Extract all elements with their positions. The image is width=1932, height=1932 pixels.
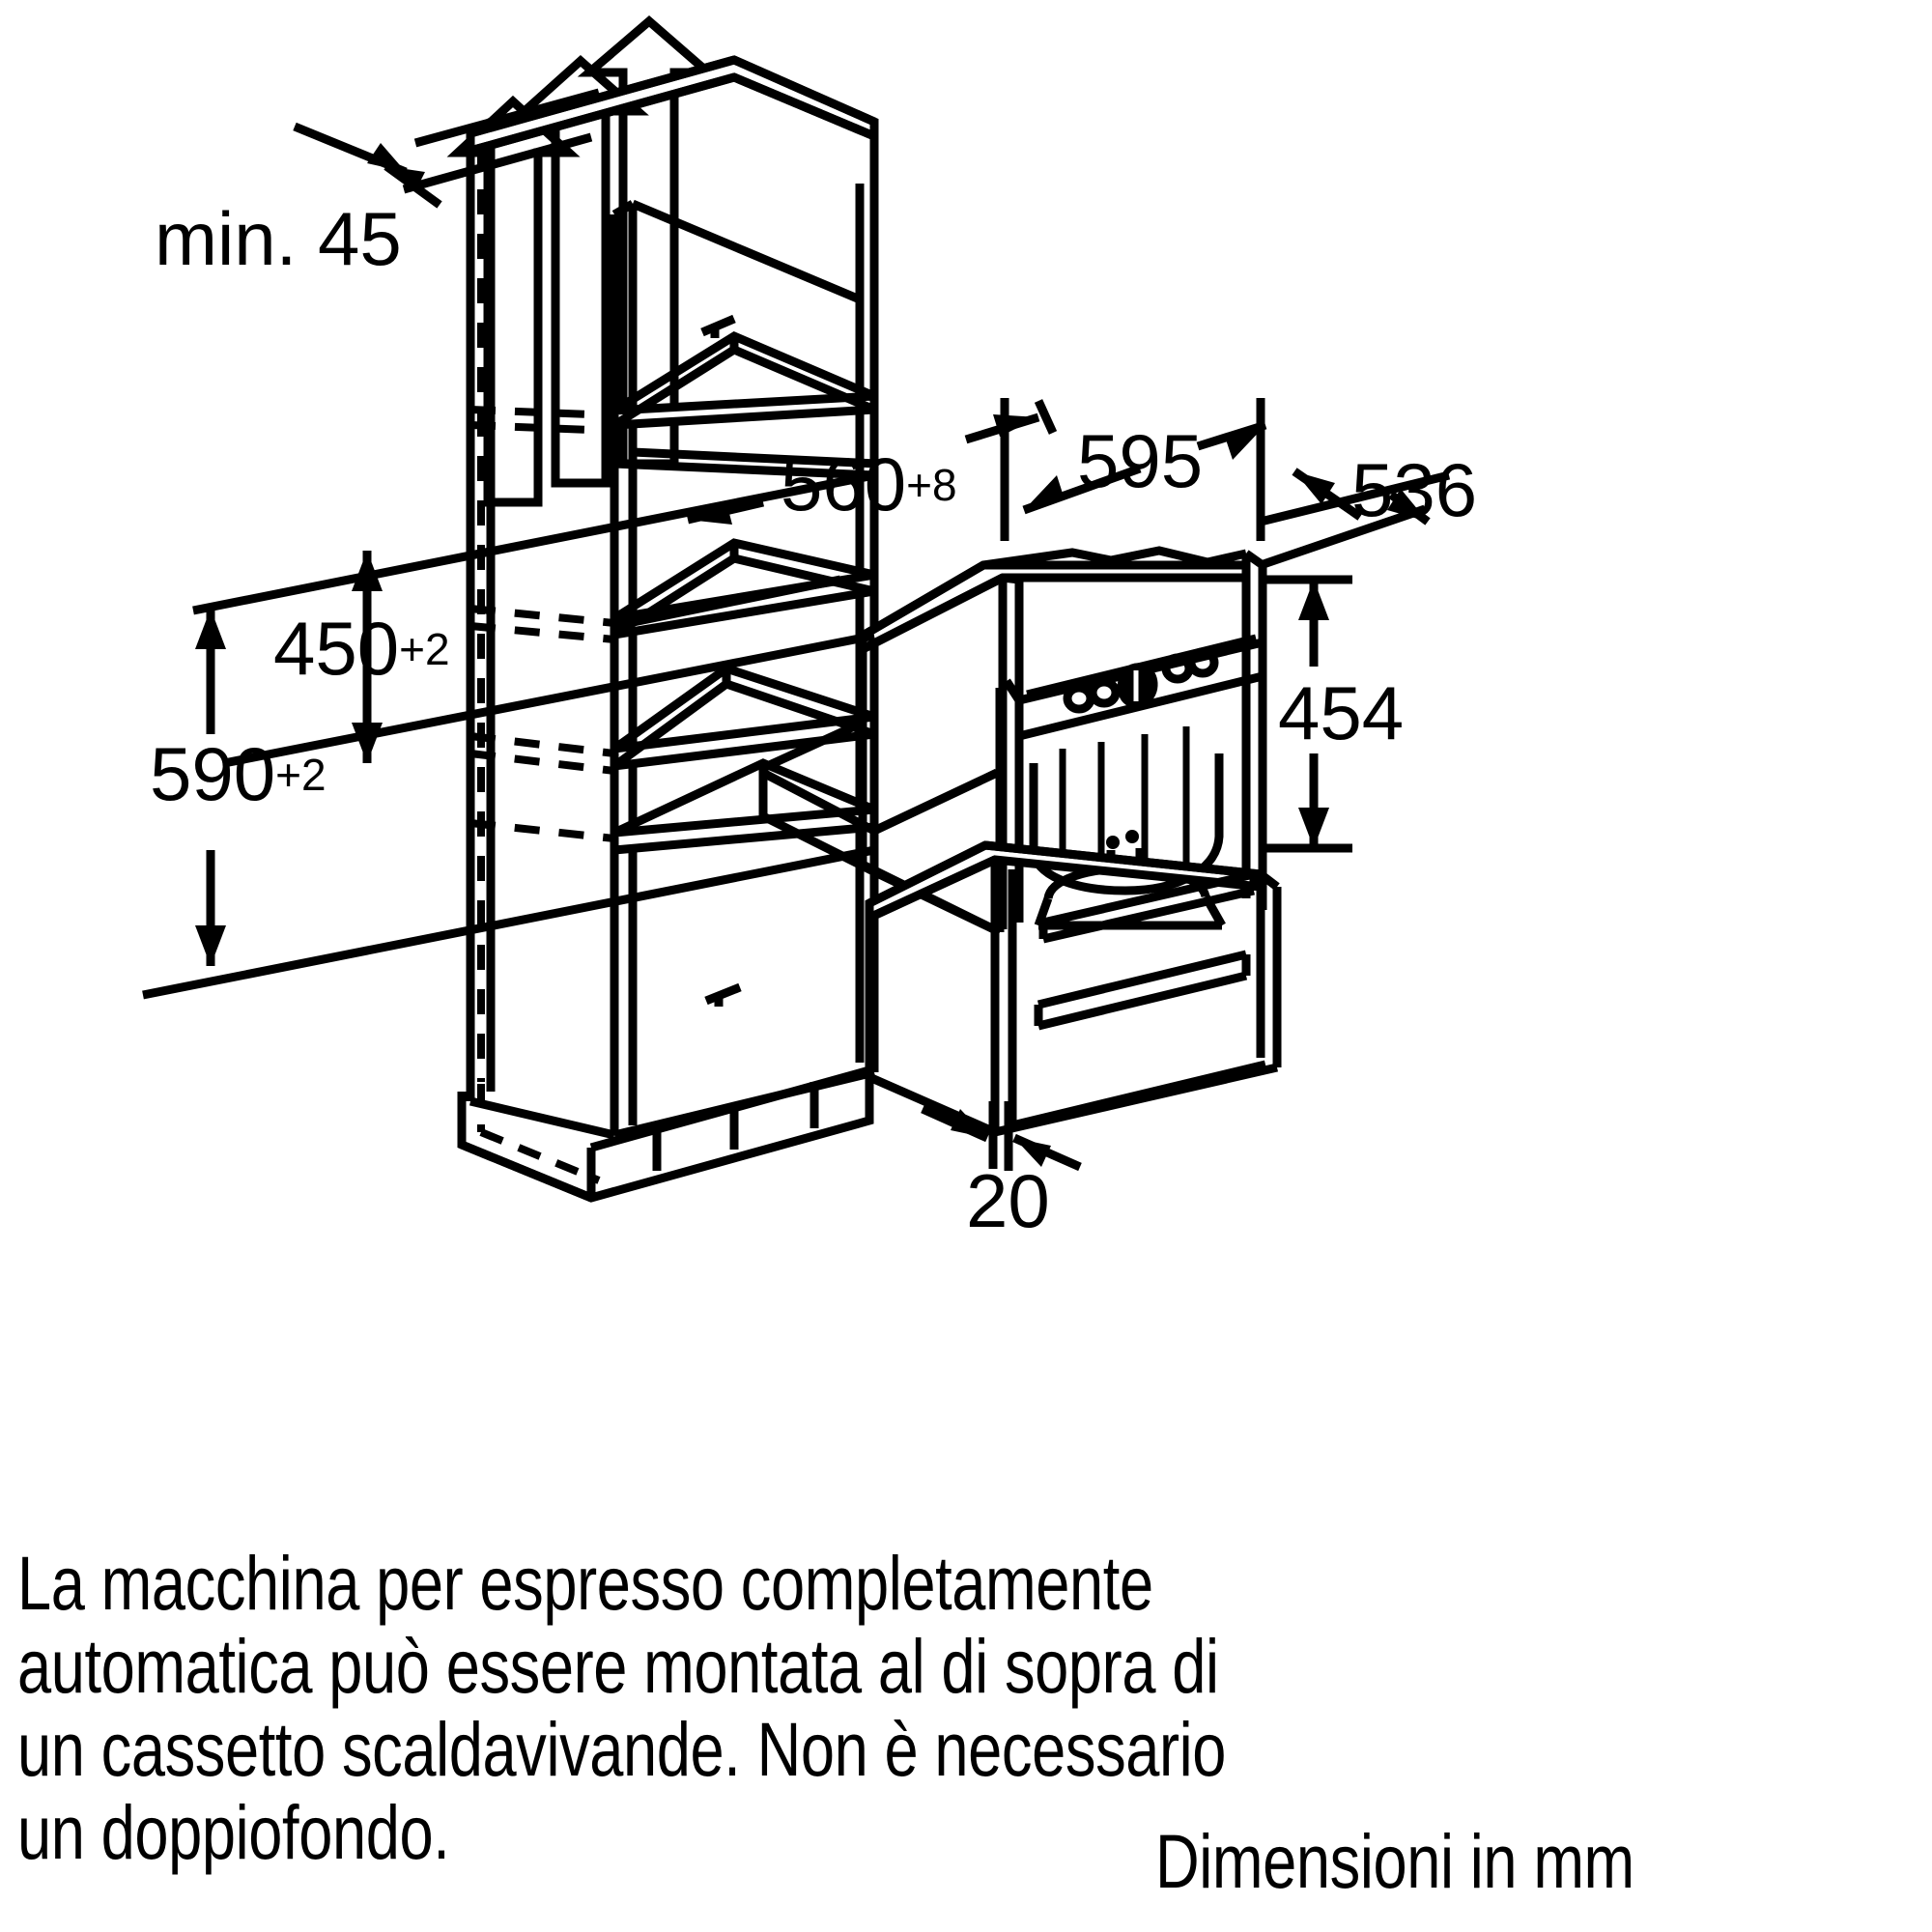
dimension-454 — [1263, 575, 1352, 853]
units-note: Dimensioni in mm — [1155, 1818, 1634, 1904]
cabinet-shelf — [610, 330, 879, 430]
dimension-label-20: 20 — [966, 1158, 1050, 1243]
button-icon — [1088, 677, 1121, 708]
dimension-label-454: 454 — [1278, 670, 1405, 755]
tall-cabinet — [457, 55, 879, 1203]
caption-line: La macchina per espresso completamente — [17, 1540, 1153, 1626]
dimension-label-590: 590+2 — [150, 731, 327, 816]
warming-drawer — [865, 840, 1282, 1137]
dimension-20 — [921, 1101, 1082, 1172]
dimension-min45 — [293, 88, 601, 209]
caption-block: La macchina per espresso completamente a… — [17, 1542, 1524, 1874]
dimension-450 — [192, 470, 875, 768]
caption-line: automatica può essere montata al di sopr… — [17, 1623, 1219, 1709]
appliance-base-handle — [1038, 869, 1259, 944]
ventilation-arrow-icon — [577, 15, 721, 469]
cabinet-plinth — [457, 1065, 874, 1203]
drawer-handle — [1034, 950, 1251, 1031]
dimension-label-536: 536 — [1351, 447, 1478, 532]
button-icon — [1161, 653, 1194, 684]
button-icon — [1063, 683, 1095, 714]
control-buttons — [1063, 647, 1219, 714]
dimension-label-min45: min. 45 — [155, 196, 402, 281]
caption-line: un cassetto scaldavivande. Non è necessa… — [17, 1706, 1227, 1792]
caption-line: un doppiofondo. — [17, 1789, 450, 1875]
button-icon — [1186, 647, 1219, 678]
dimension-595 — [1000, 398, 1267, 541]
dimension-536 — [1259, 468, 1451, 570]
dimension-label-450: 450+2 — [273, 606, 450, 691]
cabinet-shelf — [610, 538, 879, 640]
dimension-label-560: 560+8 — [781, 441, 957, 526]
dimension-label-595: 595 — [1077, 418, 1204, 503]
dimension-590 — [142, 609, 875, 1000]
